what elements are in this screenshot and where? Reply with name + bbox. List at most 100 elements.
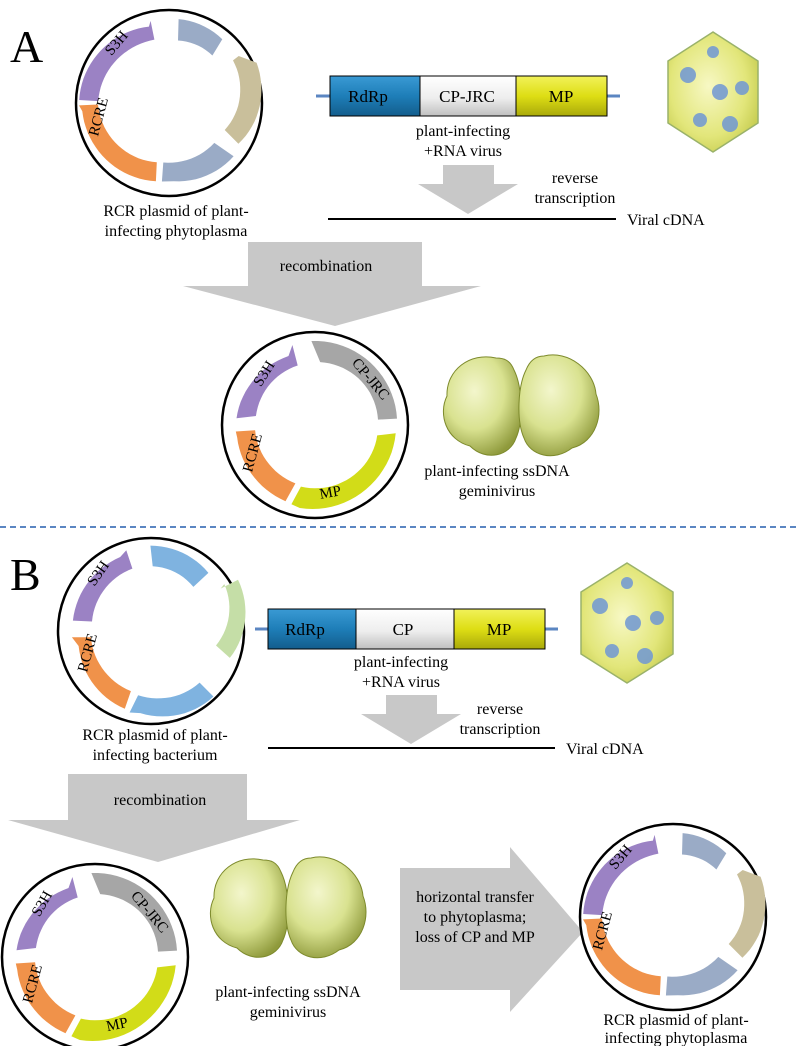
rt-arrow-a	[418, 165, 518, 214]
segment-rcre	[15, 962, 76, 1034]
gemini-b-caption-line2: geminivirus	[250, 1004, 326, 1021]
transfer-label-line1: horizontal transfer	[416, 889, 534, 906]
genome-cp-label: CP	[393, 620, 414, 639]
plasmid-outer-ring	[0, 862, 190, 1051]
gemini-right-half	[518, 354, 600, 457]
segment-arc-right	[728, 870, 766, 958]
segment-arc-right	[216, 579, 246, 658]
cdna-a-label: Viral cDNA	[627, 212, 705, 229]
gemini-a-caption-line1: plant-infecting ssDNA	[424, 463, 570, 480]
segment-cp-jrc	[311, 341, 397, 420]
virion-capsomer	[680, 67, 696, 83]
gemini-left-half	[443, 356, 522, 456]
panel-b-letter: B	[10, 549, 41, 600]
transfer-label-line2: to phytoplasma;	[424, 909, 527, 926]
recombination-arrow-a	[183, 242, 481, 326]
virion-capsomer	[693, 113, 707, 127]
segment-arc-bottom	[129, 682, 214, 717]
genome-mp	[453, 608, 546, 650]
gemini-left-half	[210, 858, 289, 958]
genome-cp	[355, 608, 455, 650]
transfer-label-line3: loss of CP and MP	[415, 929, 535, 946]
rt-arrow-b	[361, 695, 461, 744]
segment-arc-top	[682, 833, 727, 870]
virus-a-caption-line2: +RNA virus	[424, 143, 502, 160]
virion-capsomer	[650, 611, 664, 625]
geminivirus-a	[443, 354, 600, 457]
genome-bar-a: RdRp CP-JRC MP	[316, 75, 620, 117]
plasmid-b-caption-line2: infecting bacterium	[93, 747, 218, 764]
virus-b-caption-line2: +RNA virus	[362, 674, 440, 691]
segment-s3h	[16, 877, 78, 951]
virion-a	[667, 31, 759, 153]
segment-arc-right	[224, 56, 262, 144]
genome-mp-label: MP	[549, 87, 574, 106]
geminivirus-b	[210, 856, 367, 959]
virion-b	[580, 562, 674, 684]
product-plasmid-a: S3H RCRE CP-JRC MP	[220, 330, 410, 520]
product-plasmid-b: S3H RCRE CP-JRC MP	[0, 862, 190, 1051]
genome-rdrp-label: RdRp	[348, 87, 388, 106]
segment-s3h	[79, 20, 155, 102]
segment-rcre	[235, 430, 296, 502]
segment-arc-bottom	[161, 142, 234, 182]
virion-capsomer	[592, 598, 608, 614]
genome-bar-b: RdRp CP MP	[255, 608, 558, 650]
genome-rdrp	[267, 608, 357, 650]
segment-cp-jrc	[91, 873, 177, 952]
recombination-b-label: recombination	[114, 792, 206, 809]
plasmid-a-caption-line2: infecting phytoplasma	[105, 223, 248, 240]
virion-capsomer	[712, 84, 728, 100]
virion-capsomer	[637, 648, 653, 664]
segment-arc-bottom	[665, 956, 738, 996]
genome-mp	[515, 75, 608, 117]
plasmid-b-caption-line1: RCR plasmid of plant-	[82, 727, 227, 744]
genome-cp-label: CP-JRC	[439, 87, 495, 106]
plasmid-a-caption-line1: RCR plasmid of plant-	[103, 203, 248, 220]
plasmid-outer-ring	[56, 536, 246, 726]
segment-rcre	[71, 637, 131, 709]
gemini-a-caption-line2: geminivirus	[459, 483, 535, 500]
plasmid-a: S3H RCRE	[74, 8, 264, 198]
gemini-right-half	[285, 856, 367, 959]
segment-arc-top	[178, 19, 223, 56]
rt-a-label-line2: transcription	[535, 190, 616, 207]
virus-b-caption-line1: plant-infecting	[354, 654, 448, 671]
recombination-arrow-b	[8, 774, 300, 862]
segment-mp	[71, 965, 176, 1041]
panel-b: B S3H RCRE RCR plasmid of plant- infecti…	[0, 536, 768, 1051]
transfer-arrow	[400, 847, 583, 1012]
virion-capsomer	[605, 644, 619, 658]
plasmid-b: S3H RCRE	[56, 536, 246, 726]
recombination-a-label: recombination	[280, 258, 372, 275]
segment-s3h	[583, 834, 659, 916]
virion-capsomer	[707, 46, 719, 58]
genome-mp-label: MP	[487, 620, 512, 639]
segment-rcre	[79, 104, 157, 182]
gemini-b-caption-line1: plant-infecting ssDNA	[215, 984, 361, 1001]
cdna-b-label: Viral cDNA	[566, 741, 644, 758]
segment-arc-top	[150, 545, 209, 587]
virion-capsomer	[722, 116, 738, 132]
genome-cp	[419, 75, 517, 117]
segment-s3h	[72, 550, 133, 622]
rt-b-label-line1: reverse	[477, 701, 523, 718]
genome-rdrp	[329, 75, 421, 117]
final-caption-line2: infecting phytoplasma	[605, 1030, 748, 1046]
genome-rdrp-label: RdRp	[285, 620, 325, 639]
virion-capsomer	[735, 81, 749, 95]
panel-a: A S3H RCRE RCR plasmid of plant- infecti…	[10, 8, 759, 520]
virus-a-caption-line1: plant-infecting	[416, 123, 510, 140]
segment-s3h	[236, 345, 298, 419]
label-mp: MP	[318, 483, 342, 503]
segment-mp	[291, 433, 396, 509]
virion-capsomer	[621, 577, 633, 589]
final-plasmid-b: S3H RCRE	[578, 822, 768, 1012]
panel-a-letter: A	[10, 21, 43, 72]
final-caption-line1: RCR plasmid of plant-	[603, 1012, 748, 1029]
label-mp: MP	[105, 1015, 130, 1035]
virion-capsomer	[625, 615, 641, 631]
segment-rcre	[583, 918, 661, 996]
rt-b-label-line2: transcription	[460, 721, 541, 738]
